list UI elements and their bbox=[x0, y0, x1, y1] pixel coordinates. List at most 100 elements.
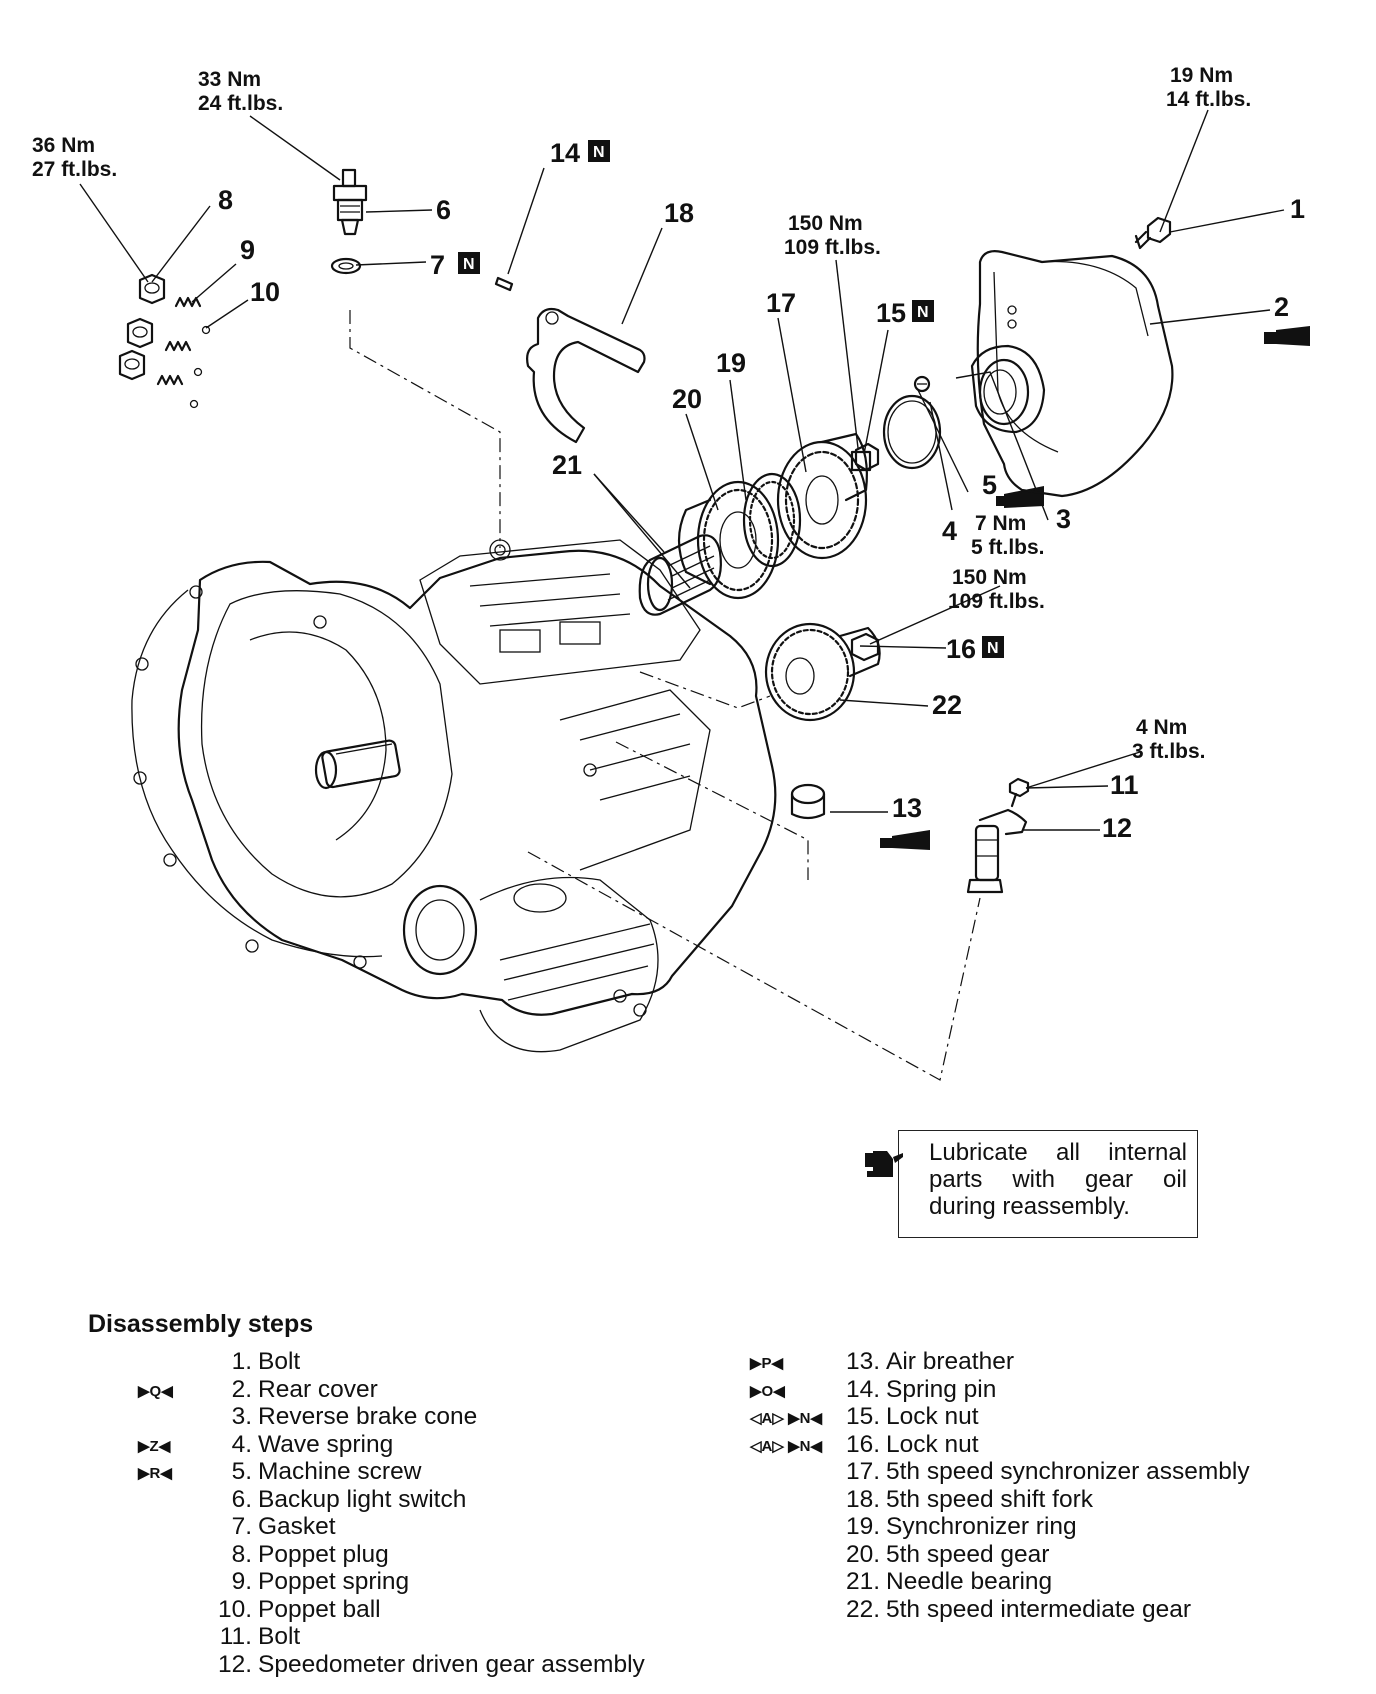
callout-22: 22 bbox=[932, 690, 962, 720]
step-number: 15. bbox=[845, 1403, 880, 1430]
callout-19: 19 bbox=[716, 348, 746, 378]
torque-label-36: 36 Nm 27 ft.lbs. bbox=[32, 134, 117, 181]
step-number: 2. bbox=[231, 1375, 252, 1403]
rear-cover-icon bbox=[976, 250, 1174, 498]
synchronizer-ring-icon bbox=[742, 472, 802, 568]
step-text: Wave spring bbox=[258, 1430, 394, 1458]
machine-screw-icon bbox=[913, 375, 931, 393]
step-number: 7. bbox=[231, 1513, 252, 1540]
step-text: Bolt bbox=[258, 1348, 301, 1375]
callout-5: 5 bbox=[982, 470, 997, 500]
replace-marker-16: N bbox=[982, 636, 1004, 658]
step-number: 21. bbox=[845, 1568, 880, 1595]
svg-text:27 ft.lbs.: 27 ft.lbs. bbox=[32, 158, 117, 181]
step-text: Poppet ball bbox=[258, 1595, 381, 1623]
step-text: Poppet spring bbox=[258, 1568, 410, 1595]
step-text: Synchronizer ring bbox=[886, 1513, 1077, 1540]
callout-13: 13 bbox=[892, 793, 922, 823]
step-number: 4. bbox=[231, 1430, 252, 1458]
poppet-springs-icon bbox=[156, 296, 202, 386]
step-number: 17. bbox=[845, 1458, 880, 1485]
sealant-tube-icon bbox=[880, 830, 930, 850]
alignment-lines bbox=[349, 310, 981, 1081]
callout-18: 18 bbox=[664, 198, 694, 228]
step-text: Bolt bbox=[258, 1623, 301, 1650]
svg-text:N: N bbox=[593, 144, 605, 161]
torque-label-19: 19 Nm 14 ft.lbs. bbox=[1166, 64, 1251, 111]
service-mark: ▶P◀ bbox=[750, 1355, 784, 1372]
service-mark: ▶Z◀ bbox=[138, 1437, 171, 1455]
step-number: 20. bbox=[845, 1540, 880, 1568]
svg-text:33 Nm: 33 Nm bbox=[198, 68, 261, 91]
svg-text:4 Nm: 4 Nm bbox=[1136, 716, 1187, 739]
step-number: 11. bbox=[219, 1623, 252, 1650]
callout-14: 14 bbox=[550, 138, 580, 168]
wave-spring-icon bbox=[882, 394, 942, 470]
step-number: 6. bbox=[231, 1485, 252, 1513]
torque-label-150-upper: 150 Nm 109 ft.lbs. bbox=[784, 212, 881, 259]
poppet-balls-icon bbox=[189, 325, 211, 409]
callout-10: 10 bbox=[250, 277, 280, 307]
callout-2: 2 bbox=[1274, 292, 1289, 322]
callout-11: 11 bbox=[1110, 770, 1139, 800]
step-number: 16. bbox=[845, 1430, 880, 1458]
step-text: Spring pin bbox=[886, 1375, 997, 1403]
transaxle-case-illustration bbox=[131, 539, 777, 1053]
needle-bearing-icon bbox=[638, 534, 722, 616]
sealant-tube-icon bbox=[1264, 326, 1310, 346]
step-text: Gasket bbox=[258, 1513, 336, 1540]
step-text: Reverse brake cone bbox=[258, 1403, 478, 1430]
oil-can-icon bbox=[865, 1151, 903, 1177]
step-text: Rear cover bbox=[258, 1375, 378, 1403]
callout-7: 7 bbox=[430, 250, 445, 280]
step-text: Needle bearing bbox=[886, 1568, 1053, 1595]
replace-marker-7: N bbox=[458, 252, 480, 274]
lubrication-note: Lubricate all internal parts with gear o… bbox=[865, 1130, 1198, 1238]
torque-label-33: 33 Nm 24 ft.lbs. bbox=[198, 68, 283, 115]
step-text: Lock nut bbox=[886, 1430, 979, 1458]
step-number: 8. bbox=[231, 1540, 252, 1568]
step-text: Poppet plug bbox=[258, 1540, 389, 1568]
lock-nut-15-icon bbox=[854, 442, 880, 472]
callout-16: 16 bbox=[946, 634, 976, 664]
svg-text:N: N bbox=[917, 304, 929, 321]
callout-21: 21 bbox=[552, 450, 582, 480]
step-text: Machine screw bbox=[258, 1458, 422, 1485]
step-number: 5. bbox=[231, 1458, 252, 1485]
step-text: 5th speed shift fork bbox=[886, 1485, 1094, 1513]
svg-text:109 ft.lbs.: 109 ft.lbs. bbox=[948, 590, 1045, 613]
svg-text:7 Nm: 7 Nm bbox=[975, 512, 1026, 535]
svg-text:150 Nm: 150 Nm bbox=[952, 566, 1027, 589]
callout-20: 20 bbox=[672, 384, 702, 414]
step-number: 13. bbox=[845, 1348, 880, 1375]
svg-text:3 ft.lbs.: 3 ft.lbs. bbox=[1132, 740, 1206, 763]
step-number: 9. bbox=[231, 1568, 252, 1595]
step-number: 19. bbox=[845, 1513, 880, 1540]
svg-text:19 Nm: 19 Nm bbox=[1170, 64, 1233, 87]
shift-fork-icon bbox=[526, 307, 646, 444]
torque-label-7: 7 Nm 5 ft.lbs. bbox=[971, 512, 1045, 559]
service-mark: ▶R◀ bbox=[138, 1465, 172, 1482]
replace-marker-14: N bbox=[588, 140, 610, 162]
step-number: 22. bbox=[845, 1595, 880, 1623]
step-text: Air breather bbox=[886, 1348, 1015, 1375]
torque-label-4: 4 Nm 3 ft.lbs. bbox=[1132, 716, 1206, 763]
svg-text:24 ft.lbs.: 24 ft.lbs. bbox=[198, 92, 283, 115]
poppet-plugs-icon bbox=[118, 273, 166, 381]
step-text: Backup light switch bbox=[258, 1485, 467, 1513]
lubrication-note-text: Lubricate all internal parts with gear o… bbox=[929, 1139, 1187, 1220]
callout-3: 3 bbox=[1056, 504, 1071, 534]
spring-pin-icon bbox=[494, 276, 514, 292]
callout-12: 12 bbox=[1102, 813, 1132, 843]
bolt-1-icon bbox=[1134, 216, 1172, 250]
service-mark: ▶O◀ bbox=[750, 1382, 785, 1400]
service-mark: ▶Q◀ bbox=[138, 1382, 173, 1400]
step-number: 3. bbox=[231, 1403, 252, 1430]
step-text: Lock nut bbox=[886, 1403, 979, 1430]
gasket-icon bbox=[330, 257, 362, 275]
svg-text:36 Nm: 36 Nm bbox=[32, 134, 95, 157]
step-number: 18. bbox=[845, 1485, 880, 1513]
step-number: 12. bbox=[217, 1650, 252, 1678]
step-text: 5th speed intermediate gear bbox=[886, 1595, 1192, 1623]
